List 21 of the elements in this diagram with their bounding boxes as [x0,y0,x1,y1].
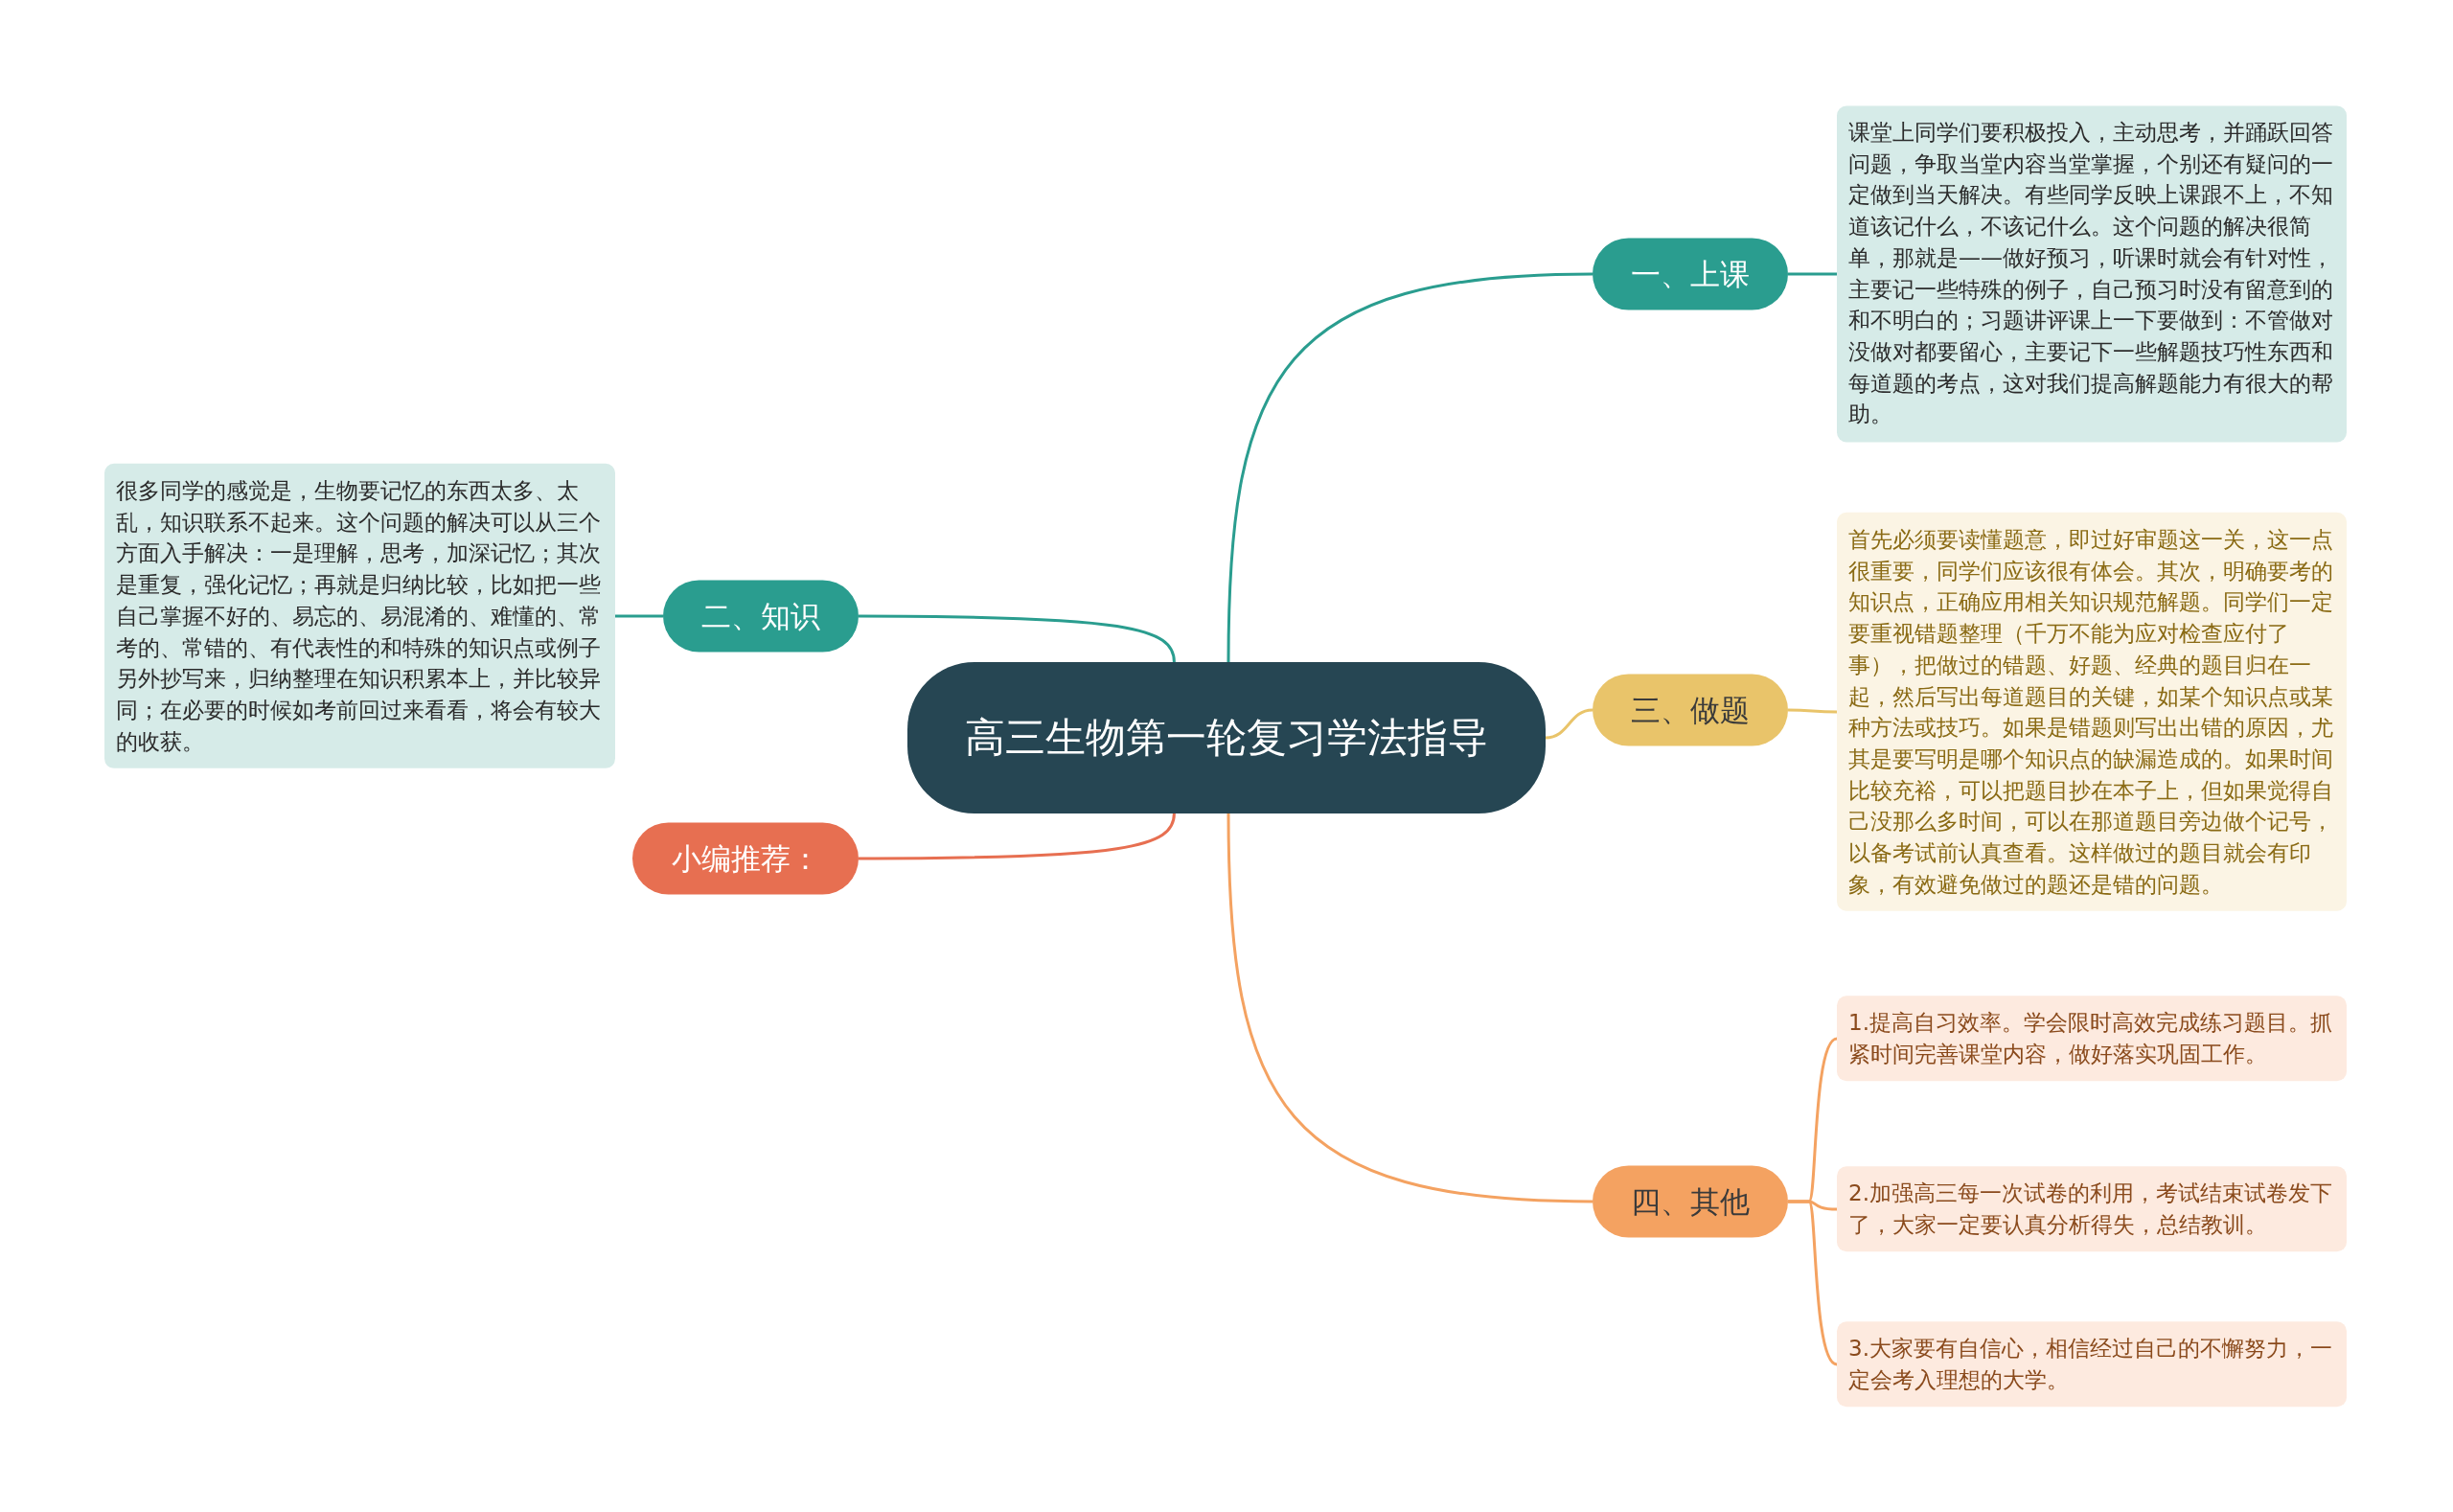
connector-line [859,813,1176,860]
branch-topic: 一、上课 [1593,238,1788,310]
branch-topic: 四、其他 [1593,1165,1788,1238]
branch-topic: 三、做题 [1593,674,1788,746]
branch-topic: 二、知识 [663,580,859,653]
connector-line [1788,272,1837,276]
central-topic: 高三生物第一轮复习学法指导 [907,662,1546,813]
connector-line [1226,813,1593,1203]
note-box: 1.提高自习效率。学会限时高效完成练习题目。抓紧时间完善课堂内容，做好落实巩固工作。 [1837,996,2347,1082]
connector-line [1788,1200,1838,1366]
note-box: 很多同学的感觉是，生物要记忆的东西太多、太乱，知识联系不起来。这个问题的解决可以从三个方面入手解决：一是理解，思考，加深记忆；其次是重复，强化记忆；再就是归纳比较，比如把一些自己掌握不好的、易忘的、易混淆的、难懂的、常考的、常错的、有代表性的和特殊的知识点或例子另外抄写来，归纳整理在知识积累本上，并比较异同；在必要的时候如考前回过来看看，将会有较大的收获。 [104,463,615,769]
connector-line [1226,272,1593,663]
connector-line [1545,708,1593,740]
note-box: 课堂上同学们要积极投入，主动思考，并踊跃回答问题，争取当堂内容当堂掌握，个别还有疑问的一定做到当天解决。有些同学反映上课跟不上，不知道该记什么，不该记什么。这个问题的解决很简单，那就是——做好预习，听课时就会有针对性，主要记一些特殊的例子，自己预习时没有留意到的和不明白的；习题讲评课上一下要做到：不管做对没做对都要留心，主要记下一些解题技巧性东西和每道题的考点，这对我们提高解题能力有很大的帮助。 [1837,105,2347,443]
branch-topic: 小编推荐： [632,822,859,895]
connector-line [859,614,1176,663]
note-box: 3.大家要有自信心，相信经过自己的不懈努力，一定会考入理想的大学。 [1837,1321,2347,1408]
connector-line [1788,708,1837,714]
note-box: 2.加强高三每一次试卷的利用，考试结束试卷发下了，大家一定要认真分析得失，总结教训。 [1837,1166,2347,1252]
connector-line [615,614,663,618]
note-box: 首先必须要读懂题意，即过好审题这一关，这一点很重要，同学们应该很有体会。其次，明确要考的知识点，正确应用相关知识规范解题。同学们一定要重视错题整理（千万不能为应对检查应付了事），把做过的错题、好题、经典的题目归在一起，然后写出每道题目的关键，如某个知识点或某种方法或技巧。如果是错题则写出出错的原因，尤其是要写明是哪个知识点的缺漏造成的。如果时间比较充裕，可以把题目抄在本子上，但如果觉得自己没那么多时间，可以在那道题目旁边做个记号，以备考试前认真查看。这样做过的题目就会有印象，有效避免做过的题还是错的问题。 [1837,512,2347,912]
